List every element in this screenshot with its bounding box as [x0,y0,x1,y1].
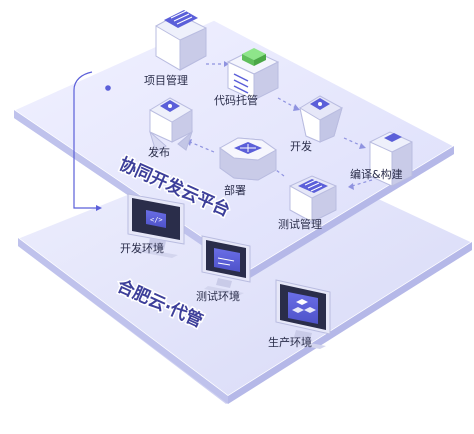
release-node [149,97,194,153]
dev-cog-icon [310,98,330,110]
label-code-hosting: 代码托管 [214,93,258,107]
list-icon [164,10,198,28]
label-build: 编译&构建 [350,167,403,181]
deploy-icon [234,142,262,154]
build-server-icon [384,133,402,142]
release-icon [160,100,180,112]
label-dev-environment: 开发环境 [120,241,164,255]
dev-environment-monitor: </> [127,193,185,258]
code-window-icon: </> [146,210,166,228]
label-deploy: 部署 [224,183,246,197]
label-test-management: 测试管理 [278,217,322,231]
label-development: 开发 [290,139,312,153]
test-list-icon [298,179,328,193]
platform-connector [73,71,111,211]
build-node [369,131,413,187]
code-chip-icon [242,48,266,66]
test-environment-monitor [201,235,251,296]
svg-text:</>: </> [150,216,163,224]
deploy-node [219,137,277,181]
test-management-node [289,175,337,223]
label-release: 发布 [148,145,170,159]
development-node [299,95,343,143]
label-test-environment: 测试环境 [196,289,240,303]
label-production-environment: 生产环境 [268,335,312,349]
test-window-icon [214,248,240,272]
flow-arrows [189,63,373,187]
production-environment-monitor [275,279,331,349]
label-project-management: 项目管理 [144,73,188,87]
project-management-node [155,10,207,71]
code-hosting-node [226,48,280,101]
cubes-icon [288,292,318,324]
